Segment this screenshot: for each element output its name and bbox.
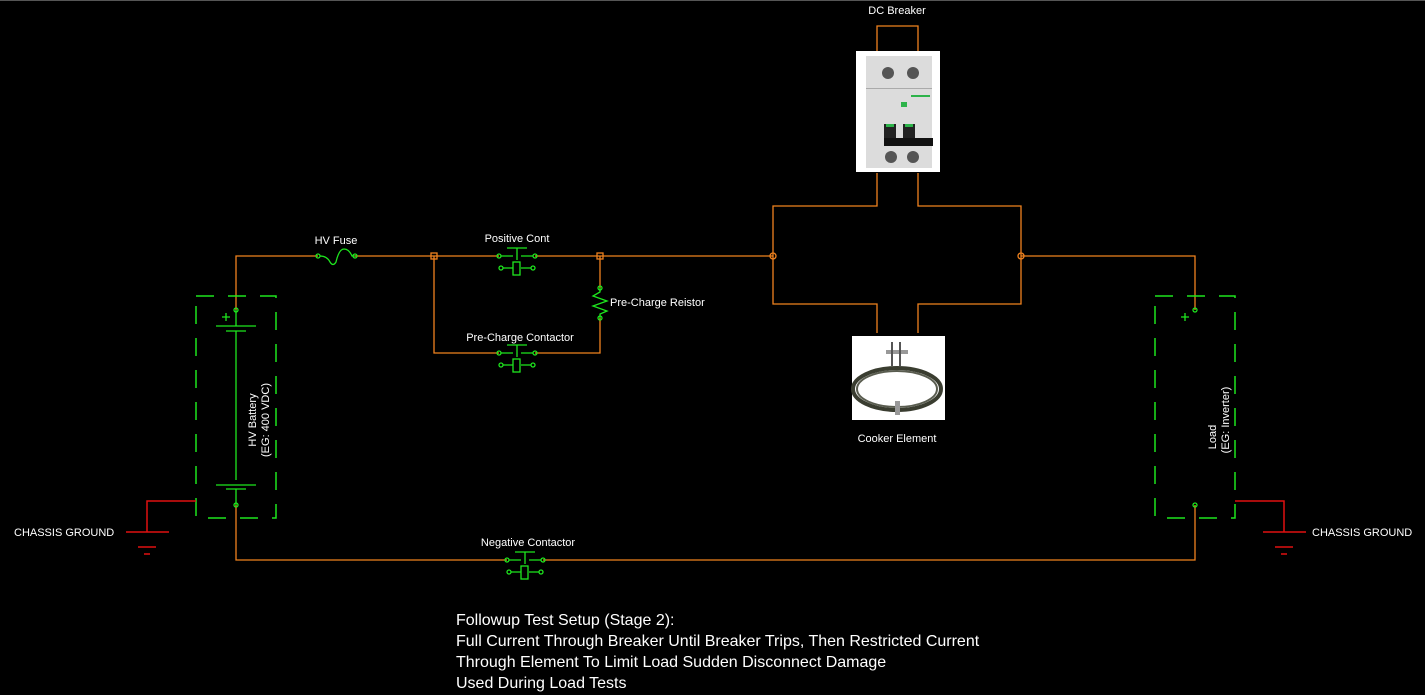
positive-contactor-label: Positive Cont <box>485 233 550 245</box>
note-title: Followup Test Setup (Stage 2): <box>456 612 675 629</box>
negative-contactor-label: Negative Contactor <box>481 537 575 549</box>
precharge-resistor: Pre-Charge Reistor <box>591 285 705 321</box>
battery-name-label: HV Battery <box>247 393 259 447</box>
chassis-ground-left-label: CHASSIS GROUND <box>14 527 114 539</box>
hv-fuse: HV Fuse <box>315 235 358 266</box>
junction-node <box>596 252 604 260</box>
load-spec-label: (EG: Inverter) <box>1220 387 1232 454</box>
note-line: Full Current Through Breaker Until Break… <box>456 633 980 650</box>
chassis-ground-right-label: CHASSIS GROUND <box>1312 527 1412 539</box>
precharge-resistor-label: Pre-Charge Reistor <box>610 297 705 309</box>
positive-contactor: Positive Cont <box>485 233 550 276</box>
wires <box>235 25 1196 561</box>
precharge-contactor: Pre-Charge Contactor <box>466 332 574 373</box>
junction-node <box>769 252 777 260</box>
plus-icon <box>222 313 230 321</box>
cooker-element-label: Cooker Element <box>858 433 937 445</box>
canvas-border <box>0 0 1425 1</box>
hv-fuse-label: HV Fuse <box>315 235 358 247</box>
chassis-ground-left: CHASSIS GROUND <box>14 500 196 555</box>
plus-icon <box>1181 313 1189 321</box>
test-setup-note: Followup Test Setup (Stage 2): Full Curr… <box>456 610 979 694</box>
precharge-contactor-label: Pre-Charge Contactor <box>466 332 574 344</box>
hv-battery: HV Battery (EG: 400 VDC) <box>195 295 277 519</box>
junction-node <box>1017 252 1025 260</box>
negative-contactor: Negative Contactor <box>481 537 575 580</box>
battery-spec-label: (EG: 400 VDC) <box>260 383 272 457</box>
cooker-element-image: Cooker Element <box>851 336 945 445</box>
note-line: Through Element To Limit Load Sudden Dis… <box>456 654 887 671</box>
load: Load (EG: Inverter) <box>1154 295 1236 519</box>
load-name-label: Load <box>1207 425 1219 449</box>
note-line: Used During Load Tests <box>456 675 627 692</box>
dc-breaker-image: DC Breaker <box>856 5 940 172</box>
dc-breaker-label: DC Breaker <box>868 5 926 17</box>
chassis-ground-right: CHASSIS GROUND <box>1235 500 1412 555</box>
junction-node <box>430 252 438 260</box>
